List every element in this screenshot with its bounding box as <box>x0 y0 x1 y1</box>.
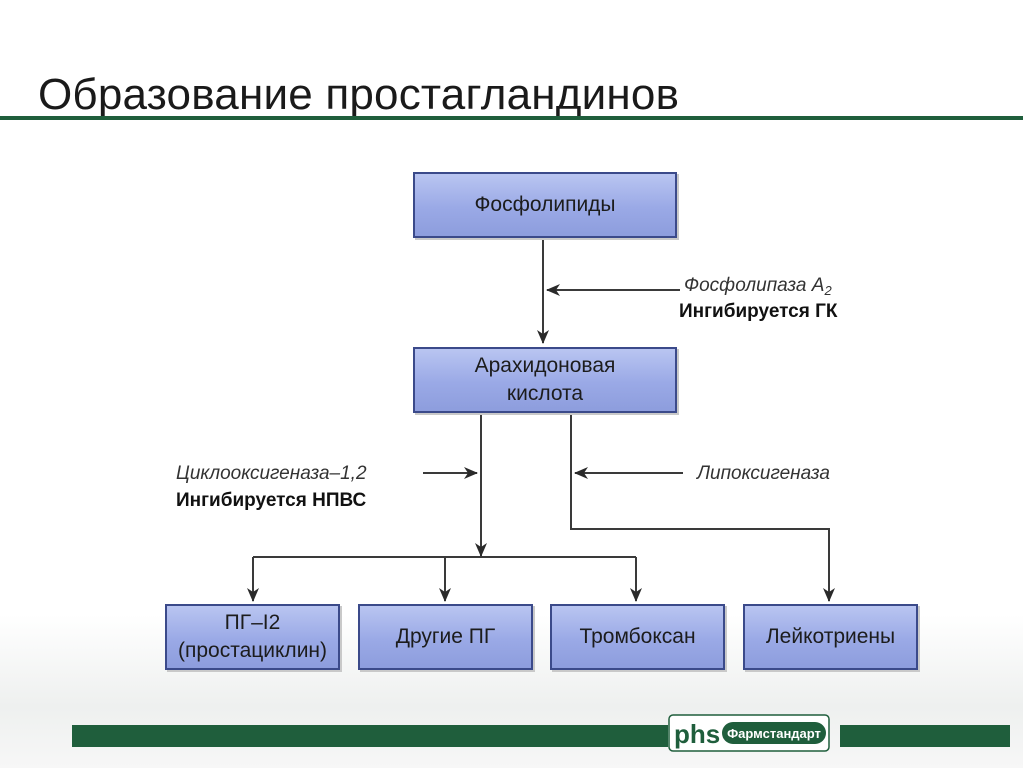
logo-text: Фармстандарт <box>727 726 821 741</box>
node-other-pg: Другие ПГ <box>358 604 533 670</box>
node-arachidonic-acid-line2: кислота <box>506 382 584 405</box>
node-thromboxane: Тромбоксан <box>550 604 725 670</box>
enzyme-lipoxygenase-name: Липоксигеназа <box>697 463 830 484</box>
node-other-pg-label: Другие ПГ <box>395 625 496 648</box>
node-phospholipids-label: Фосфолипиды <box>474 193 616 216</box>
node-arachidonic-acid: Арахидоновая кислота <box>413 347 677 413</box>
node-pg-i2: ПГ–I2 (простациклин) <box>165 604 340 670</box>
node-leukotrienes: Лейкотриены <box>743 604 918 670</box>
node-arachidonic-acid-line1: Арахидоновая <box>474 354 616 377</box>
node-pg-i2-line1: ПГ–I2 <box>224 611 281 634</box>
inhibitor-nsaid: Ингибируется НПВС <box>176 490 366 512</box>
node-thromboxane-label: Тромбоксан <box>579 625 696 648</box>
footer-bar-left <box>72 725 668 747</box>
pharmstandard-logo: phs Фармстандарт <box>668 714 830 752</box>
lipoxygenase-path <box>570 414 835 602</box>
inhibitor-gk-text: Ингибируется ГК <box>679 301 838 322</box>
enzyme-phospholipase-name: Фосфолипаза А <box>684 275 825 296</box>
title-underline <box>0 116 1023 120</box>
enzyme-phospholipase: Фосфолипаза А2 <box>684 275 832 298</box>
enzyme-lipoxygenase: Липоксигеназа <box>697 463 830 485</box>
inhibitor-gk: Ингибируется ГК <box>679 301 838 323</box>
node-phospholipids: Фосфолипиды <box>413 172 677 238</box>
node-pg-i2-line2: (простациклин) <box>177 639 328 662</box>
slide-title: Образование простагландинов <box>38 70 680 119</box>
enzyme-cyclooxygenase-name: Циклооксигеназа–1,2 <box>176 463 367 484</box>
enzyme-cyclooxygenase: Циклооксигеназа–1,2 <box>176 463 367 485</box>
footer-bar-right <box>840 725 1010 747</box>
logo-letters: phs <box>674 719 720 749</box>
enzyme-phospholipase-sub: 2 <box>824 283 832 298</box>
inhibitor-nsaid-text: Ингибируется НПВС <box>176 490 367 511</box>
node-leukotrienes-label: Лейкотриены <box>765 625 896 648</box>
